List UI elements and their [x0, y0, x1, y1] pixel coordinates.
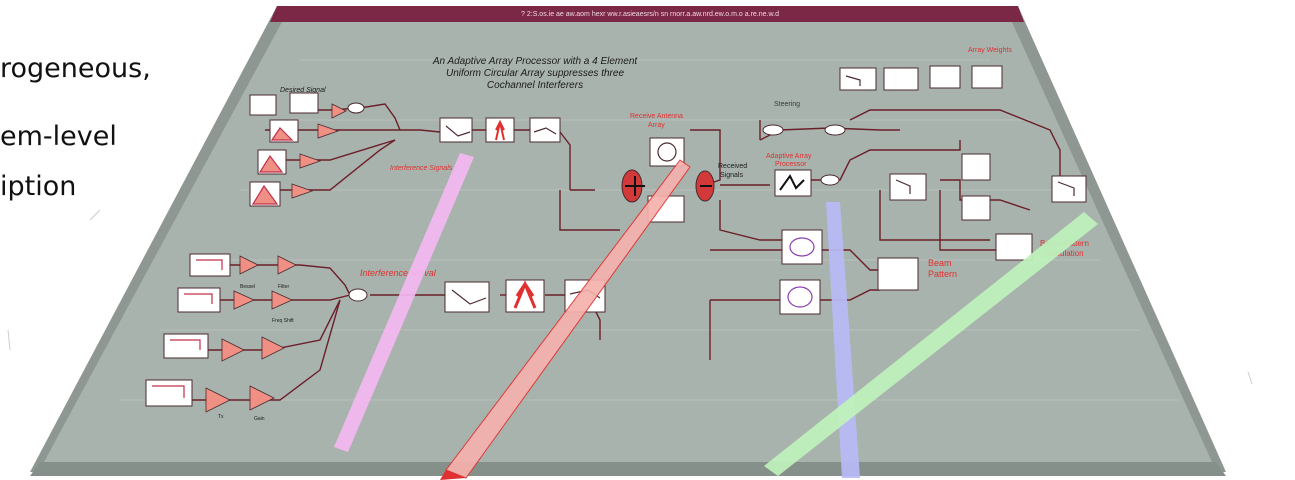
- combiner-top[interactable]: [348, 103, 364, 113]
- stray-mark-1: [90, 210, 100, 220]
- window-title: ? 2:S.os.ie ae aw.aom hexr ww.r.asieaesr…: [521, 11, 779, 18]
- block-steering-1[interactable]: [890, 174, 926, 200]
- block-source-b1[interactable]: [190, 254, 230, 276]
- label-adaptive-array: Adaptive Array: [766, 153, 812, 160]
- block-source-b2[interactable]: [178, 288, 220, 312]
- slide-text-line-1: rogeneous,: [0, 52, 151, 85]
- diagram-title-line-2: Uniform Circular Array suppresses three: [446, 68, 624, 79]
- label-receive-antenna: Receive Antenna: [630, 113, 683, 120]
- slide-text-line-2: em-level: [0, 120, 117, 153]
- block-steering-4[interactable]: [1052, 176, 1086, 202]
- small-label-2: Filter: [278, 284, 289, 290]
- label-steering: Steering: [774, 101, 800, 108]
- label-adaptive-array-2: Processor: [775, 161, 807, 168]
- block-beam-calc[interactable]: [996, 234, 1032, 260]
- label-received-signals-2: Signals: [720, 172, 743, 179]
- block-steering-3[interactable]: [962, 196, 990, 220]
- stray-mark-2: [1248, 372, 1252, 384]
- small-label-5: Gain: [254, 416, 265, 422]
- label-beam-2: Pattern: [928, 269, 957, 279]
- label-received-signals: Received: [718, 163, 747, 170]
- canvas-bottom-edge: [30, 462, 1226, 476]
- label-interference-signals: Interference Signals: [390, 165, 453, 172]
- junction-3[interactable]: [821, 175, 839, 185]
- block-source-b4[interactable]: [146, 380, 192, 406]
- block-scope-2[interactable]: [780, 280, 820, 314]
- block-modulator-b[interactable]: [445, 282, 489, 312]
- block-scope-1[interactable]: [782, 230, 822, 264]
- block-source-table[interactable]: [290, 93, 318, 113]
- block-steering-2[interactable]: [962, 154, 990, 180]
- block-top-right-2[interactable]: [884, 68, 918, 90]
- block-top-right-3[interactable]: [930, 66, 960, 88]
- block-modulator[interactable]: [440, 118, 472, 142]
- small-label-4: Tx: [218, 414, 224, 420]
- small-label-1: Bessel: [240, 284, 255, 290]
- slide-text-line-3: iption: [0, 170, 76, 203]
- diagram-title-line-3: Cochannel Interferers: [487, 80, 583, 91]
- block-filter[interactable]: [530, 118, 560, 142]
- stray-mark-3: [8, 330, 10, 350]
- small-label-3: Freq Shift: [272, 318, 294, 324]
- block-top-right-4[interactable]: [972, 66, 1002, 88]
- junction-1[interactable]: [763, 125, 783, 135]
- combiner-bottom[interactable]: [349, 289, 367, 301]
- block-source-b3[interactable]: [164, 334, 208, 358]
- label-beam: Beam: [928, 258, 952, 268]
- label-array-weights: Array Weights: [968, 47, 1012, 54]
- junction-2[interactable]: [825, 125, 845, 135]
- block-signal-source[interactable]: [250, 95, 276, 115]
- diagram-title-line-1: An Adaptive Array Processor with a 4 Ele…: [432, 56, 639, 67]
- block-beam-pattern[interactable]: [878, 258, 918, 290]
- label-desired-signal: Desired Signal: [280, 87, 326, 94]
- label-receive-antenna-2: Array: [648, 122, 665, 129]
